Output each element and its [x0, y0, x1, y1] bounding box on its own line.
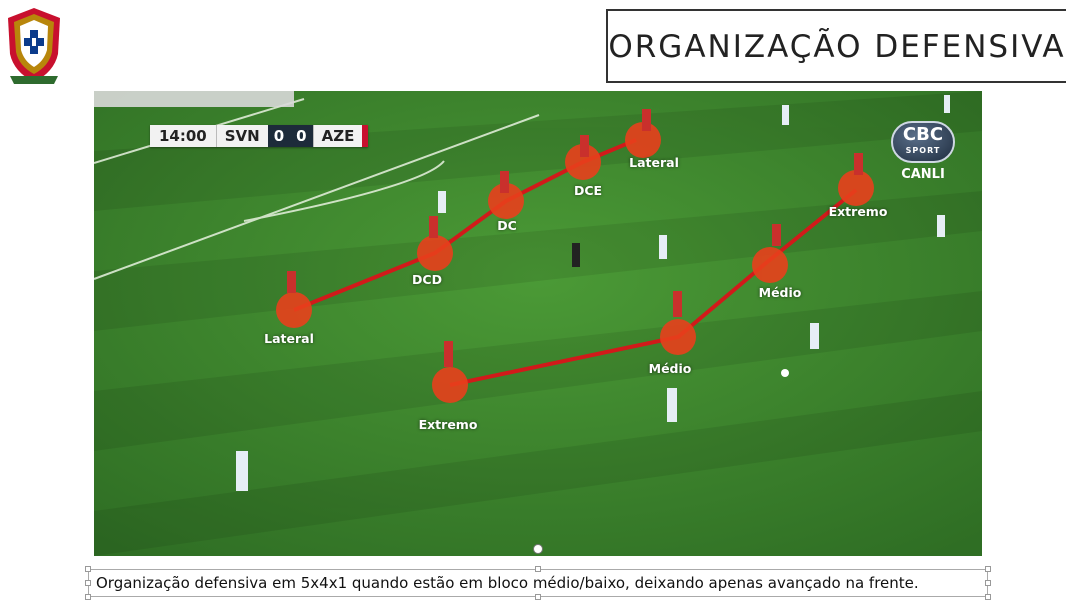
cbc-logo-icon: CBC SPORT	[891, 121, 955, 163]
marker-extremo-left	[432, 367, 468, 403]
caption-text[interactable]: Organização defensiva em 5x4x1 quando es…	[96, 574, 919, 592]
page-title: ORGANIZAÇÃO DEFENSIVA	[608, 29, 1066, 65]
label-medio-right: Médio	[758, 285, 802, 300]
match-time: 14:00	[150, 125, 216, 147]
broadcaster-logo: CBC SPORT CANLI	[888, 121, 958, 182]
marker-dce	[565, 144, 601, 180]
marker-dc	[488, 183, 524, 219]
marker-lateral-right	[625, 122, 661, 158]
label-dc: DC	[497, 218, 517, 233]
caption-textbox[interactable]: Organização defensiva em 5x4x1 quando es…	[88, 569, 988, 597]
resize-handle-right[interactable]	[985, 580, 991, 586]
resize-handle-bottom-right[interactable]	[985, 594, 991, 600]
live-label: CANLI	[901, 167, 945, 182]
away-color-bar	[362, 125, 369, 147]
away-score: 0	[290, 125, 313, 147]
marker-medio-left	[660, 319, 696, 355]
marker-dcd	[417, 235, 453, 271]
resize-handle-bottom-left[interactable]	[85, 594, 91, 600]
marker-extremo-right	[838, 170, 874, 206]
label-medio-left: Médio	[648, 361, 692, 376]
rotate-handle[interactable]	[533, 544, 543, 554]
fpf-crest-icon	[4, 6, 64, 86]
label-extremo-right: Extremo	[828, 204, 888, 219]
label-dcd: DCD	[412, 272, 442, 287]
resize-handle-top-right[interactable]	[985, 566, 991, 572]
resize-handle-left[interactable]	[85, 580, 91, 586]
players	[236, 95, 950, 491]
marker-lateral-left	[276, 292, 312, 328]
home-score: 0	[267, 125, 291, 147]
away-team: AZE	[312, 125, 363, 147]
position-markers	[276, 122, 874, 403]
label-lateral-right: Lateral	[629, 155, 679, 170]
label-extremo-left: Extremo	[418, 417, 478, 432]
label-lateral-left: Lateral	[264, 331, 314, 346]
marker-medio-right	[752, 247, 788, 283]
resize-handle-top[interactable]	[535, 566, 541, 572]
resize-handle-bottom[interactable]	[535, 594, 541, 600]
scoreboard: 14:00 SVN 0 0 AZE	[150, 125, 369, 147]
home-team: SVN	[215, 125, 268, 147]
resize-handle-top-left[interactable]	[85, 566, 91, 572]
pitch-image: 14:00 SVN 0 0 AZE CBC SPORT CANLI Latera…	[94, 91, 982, 556]
title-box: ORGANIZAÇÃO DEFENSIVA	[606, 9, 1066, 83]
label-dce: DCE	[573, 183, 603, 198]
